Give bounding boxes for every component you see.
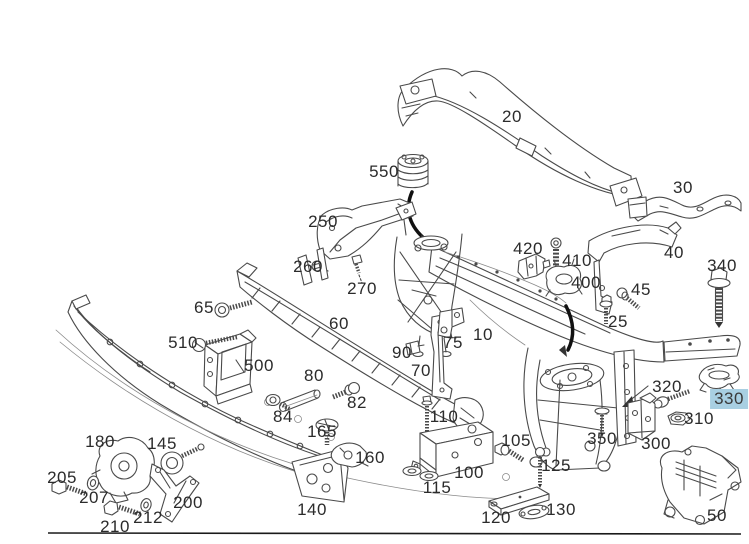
part-label-320[interactable]: 320: [652, 377, 682, 396]
part-label-120[interactable]: 120: [481, 508, 511, 527]
part-label-340[interactable]: 340: [707, 256, 737, 275]
part-label-212[interactable]: 212: [133, 508, 163, 527]
part-label-40[interactable]: 40: [664, 243, 684, 262]
part-label-410[interactable]: 410: [562, 251, 592, 270]
part-drawing-270: [351, 254, 363, 284]
part-drawing-500: [203, 329, 257, 405]
part-label-330[interactable]: 330: [710, 389, 748, 409]
part-label-200[interactable]: 200: [173, 493, 203, 512]
part-label-140[interactable]: 140: [297, 500, 327, 519]
part-label-10[interactable]: 10: [473, 325, 493, 344]
part-label-80[interactable]: 80: [304, 366, 324, 385]
part-label-165[interactable]: 165: [307, 422, 337, 441]
part-drawing-400: [545, 258, 583, 297]
part-label-82[interactable]: 82: [347, 393, 367, 412]
part-label-400[interactable]: 400: [571, 273, 601, 292]
part-label-25[interactable]: 25: [608, 312, 628, 331]
part-label-210[interactable]: 210: [100, 517, 130, 536]
part-drawing-350: [594, 407, 610, 437]
part-label-30[interactable]: 30: [673, 178, 693, 197]
part-label-84[interactable]: 84: [273, 407, 293, 426]
part-drawing-82: [332, 381, 361, 400]
part-drawing-50: [660, 445, 742, 526]
part-label-205[interactable]: 205: [47, 468, 77, 487]
part-label-115[interactable]: 115: [422, 478, 452, 497]
part-drawing-550: [397, 153, 433, 247]
part-label-65[interactable]: 65: [194, 298, 214, 317]
part-label-180[interactable]: 180: [85, 432, 115, 451]
part-drawing-145: [160, 443, 205, 475]
part-drawing-330: [698, 363, 740, 397]
part-label-60[interactable]: 60: [329, 314, 349, 333]
part-label-310[interactable]: 310: [684, 409, 714, 428]
part-drawing-165: [315, 418, 339, 445]
part-label-45[interactable]: 45: [631, 280, 651, 299]
part-label-300[interactable]: 300: [641, 434, 671, 453]
part-drawing-25: [599, 294, 613, 324]
part-label-550[interactable]: 550: [369, 162, 399, 181]
part-drawing-420: [517, 253, 551, 280]
part-label-110[interactable]: 110: [429, 407, 459, 426]
part-label-130[interactable]: 130: [546, 500, 576, 519]
part-label-270[interactable]: 270: [347, 279, 377, 298]
bottom-divider-line: [47, 532, 742, 535]
part-drawing-125: [534, 446, 546, 488]
part-drawing-65: [214, 299, 253, 318]
part-drawing-410: [550, 237, 562, 270]
part-label-70[interactable]: 70: [411, 361, 431, 380]
part-drawing-45: [616, 287, 641, 310]
part-drawing-510: [191, 334, 238, 353]
part-drawing-310: [667, 411, 691, 426]
part-label-90[interactable]: 90: [392, 343, 412, 362]
part-drawing-90: [405, 340, 425, 356]
part-drawing-120: [488, 486, 550, 516]
part-label-75[interactable]: 75: [443, 333, 463, 352]
part-label-420[interactable]: 420: [513, 239, 543, 258]
part-drawing-207: [86, 475, 100, 491]
part-drawing-210: [103, 500, 141, 517]
part-label-207[interactable]: 207: [79, 488, 109, 507]
part-label-250[interactable]: 250: [308, 212, 338, 231]
part-label-350[interactable]: 350: [587, 429, 617, 448]
part-label-145[interactable]: 145: [147, 434, 177, 453]
part-label-105[interactable]: 105: [501, 431, 531, 450]
part-drawing-300: [627, 392, 657, 441]
part-label-125[interactable]: 125: [541, 456, 571, 475]
part-drawing-212: [140, 498, 152, 512]
part-drawing-160: [330, 442, 369, 468]
part-label-20[interactable]: 20: [502, 107, 522, 126]
part-drawing-340: [707, 267, 731, 328]
part-drawing-30: [627, 194, 742, 222]
part-drawing-110: [421, 395, 433, 442]
part-label-260[interactable]: 260: [293, 257, 323, 276]
part-drawing-130: [518, 504, 550, 520]
part-drawing-115: [402, 465, 439, 482]
part-drawing-105: [494, 442, 525, 463]
part-label-160[interactable]: 160: [355, 448, 385, 467]
part-drawing-320: [622, 385, 691, 409]
part-drawing-75: [437, 307, 465, 339]
part-drawing-10: [393, 201, 741, 472]
part-drawing-205: [51, 479, 88, 497]
part-label-510[interactable]: 510: [168, 333, 198, 352]
part-label-100[interactable]: 100: [454, 463, 484, 482]
part-drawing-200: [149, 463, 200, 523]
part-label-500[interactable]: 500: [244, 356, 274, 375]
part-drawing-84: [265, 393, 291, 411]
part-label-50[interactable]: 50: [707, 506, 727, 525]
